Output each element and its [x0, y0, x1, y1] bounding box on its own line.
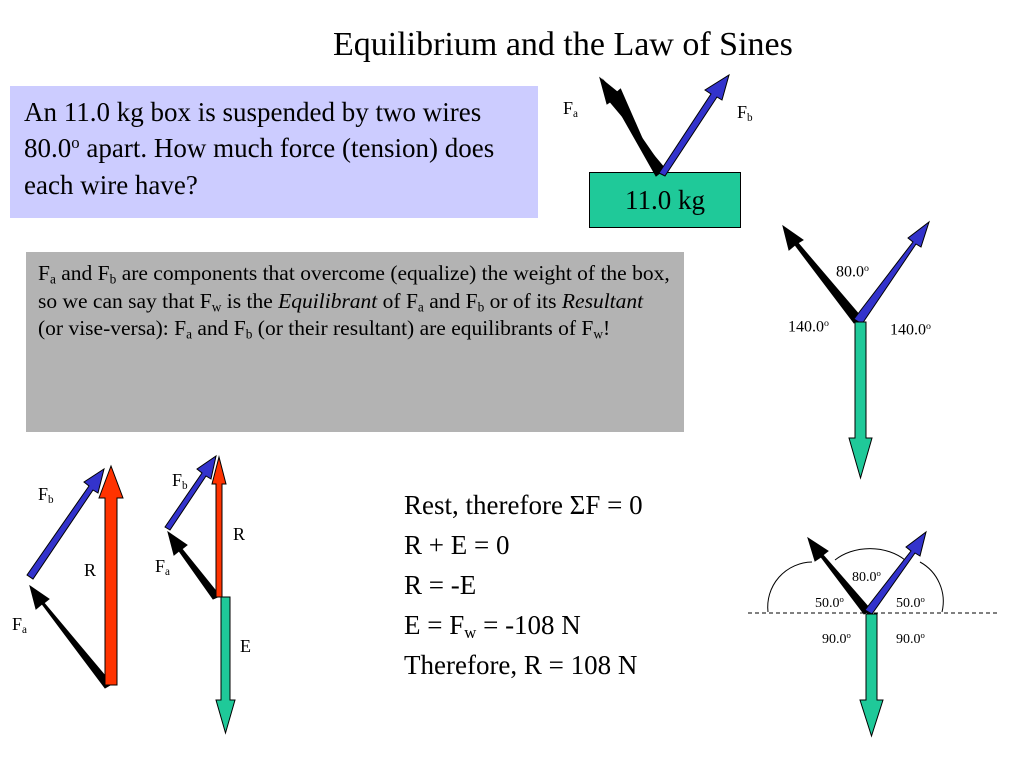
- angle-50-left-bottom: 50.0o: [815, 594, 844, 611]
- angle-90-left-bottom: 90.0o: [822, 630, 851, 647]
- r-label-left: R: [84, 560, 97, 580]
- fa-arrow-bottom: [807, 536, 872, 615]
- fa-arrow-mid: [782, 224, 863, 324]
- solution-line-4: E = Fw = -108 N: [404, 610, 581, 643]
- e-label-center: E: [240, 636, 251, 656]
- fb-label-center: Fb: [172, 470, 188, 492]
- right-angle-arc: [919, 561, 944, 613]
- e-arrow-center: [215, 596, 236, 735]
- fb-arrow-bottom: [864, 530, 927, 615]
- fa-label-center: Fa: [155, 556, 170, 578]
- r-arrow-center: [211, 455, 227, 598]
- angle-80-mid: 80.0o: [836, 263, 869, 281]
- fa-arrow-box-shape: [599, 76, 665, 177]
- fa-arrow-center: [167, 530, 221, 600]
- fw-arrow-mid: [848, 321, 873, 480]
- fb-arrow-mid: [853, 220, 930, 325]
- left-angle-arc: [767, 561, 813, 613]
- r-arrow-left: [98, 464, 124, 686]
- slide-title: Equilibrium and the Law of Sines: [333, 26, 793, 63]
- fa-label-left: Fa: [12, 614, 27, 636]
- fb-arrow-center: [164, 454, 217, 531]
- angle-90-right-bottom: 90.0o: [896, 630, 925, 647]
- angle-80-bottom: 80.0o: [852, 568, 881, 585]
- explanation-box: Fa and Fb are components that overcome (…: [26, 252, 684, 432]
- solution-line-5: Therefore, R = 108 N: [404, 650, 638, 680]
- solution-line-3: R = -E: [404, 570, 477, 600]
- angle-140-left-mid: 140.0o: [788, 318, 829, 336]
- fb-arrow-box-shape: [658, 73, 730, 177]
- fw-arrow-bottom: [859, 613, 884, 738]
- fa-arrow-left: [29, 584, 113, 689]
- box-mass-label: 11.0 kg: [589, 172, 741, 228]
- top-angle-arc: [834, 548, 906, 561]
- solution-line-1: Rest, therefore ΣF = 0: [404, 490, 643, 520]
- solution-line-2: R + E = 0: [404, 530, 510, 560]
- angle-140-right-mid: 140.0o: [890, 321, 931, 339]
- fb-arrow-left: [26, 467, 105, 580]
- angle-50-right-bottom: 50.0o: [896, 594, 925, 611]
- r-label-center: R: [233, 524, 246, 544]
- fb-label-top: Fb: [737, 102, 753, 124]
- fb-label-left: Fb: [38, 484, 54, 506]
- fa-label-top: Fa: [563, 98, 578, 120]
- question-box: An 11.0 kg box is suspended by two wires…: [10, 86, 538, 218]
